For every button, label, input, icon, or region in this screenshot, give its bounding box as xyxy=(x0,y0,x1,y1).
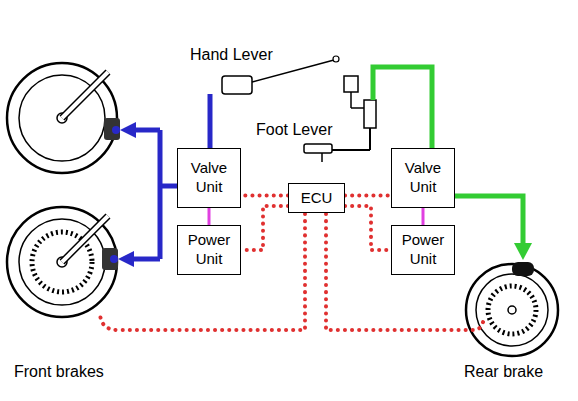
caliper-piston xyxy=(110,255,118,263)
hydraulic-line xyxy=(134,128,160,133)
power-link xyxy=(422,208,425,225)
unit-box: Power Unit xyxy=(177,225,241,275)
signal-wire xyxy=(345,194,391,198)
signal-wire xyxy=(241,194,288,198)
pedal-arm xyxy=(332,149,370,151)
sensor-wire xyxy=(100,214,484,330)
master-cylinder xyxy=(222,76,252,94)
hub xyxy=(508,306,516,314)
box-label: Power Unit xyxy=(396,231,450,269)
brake-disc xyxy=(488,286,536,334)
box-label: Valve Unit xyxy=(182,159,236,197)
hydraulic-line xyxy=(158,130,163,259)
power-link xyxy=(208,208,211,225)
tire xyxy=(7,207,117,317)
rear-sensor-wire xyxy=(326,214,484,330)
arrowhead xyxy=(118,251,134,267)
hydraulic-line xyxy=(160,184,178,189)
signal-wire xyxy=(241,206,288,250)
foot-lever xyxy=(304,76,376,162)
unit-box: Valve Unit xyxy=(391,148,455,208)
part-label: Rear brake xyxy=(464,362,543,381)
box-label: Valve Unit xyxy=(396,159,450,197)
pedal xyxy=(304,144,332,153)
hose xyxy=(350,92,352,108)
caliper xyxy=(512,262,534,276)
front-wheel-upper xyxy=(7,63,120,173)
hydraulic-line xyxy=(208,94,213,148)
caliper xyxy=(102,248,118,270)
tire xyxy=(466,264,558,356)
push-rod xyxy=(369,128,371,150)
hose xyxy=(351,107,364,109)
rear-wheel xyxy=(466,262,558,356)
signal-wire xyxy=(345,206,391,250)
hydraulic-line xyxy=(373,67,432,148)
reservoir xyxy=(344,76,358,92)
part-label: Hand Lever xyxy=(190,45,273,64)
hydraulic-line xyxy=(454,196,523,244)
lever-arm xyxy=(252,60,334,82)
rim xyxy=(476,274,548,346)
box-label: ECU xyxy=(301,189,333,208)
rear-hydraulic-line xyxy=(373,67,523,244)
fork xyxy=(62,72,108,118)
part-label: Foot Lever xyxy=(256,120,332,139)
hydraulic-line xyxy=(132,257,160,262)
master-cylinder xyxy=(364,100,376,128)
tire xyxy=(7,63,117,173)
control-box: ECU xyxy=(288,183,345,213)
fork-inner xyxy=(62,216,108,262)
front-wheel-lower xyxy=(7,207,118,317)
fork-inner xyxy=(62,72,108,118)
arrowhead xyxy=(120,122,136,138)
box-label: Power Unit xyxy=(182,231,236,269)
unit-box: Power Unit xyxy=(391,225,455,275)
pedal-stem xyxy=(321,153,323,162)
part-label: Front brakes xyxy=(14,362,104,381)
front-sensor-wire xyxy=(100,214,305,330)
arrowhead xyxy=(514,243,532,260)
fork xyxy=(62,216,108,262)
lever-end xyxy=(333,56,339,62)
unit-box: Valve Unit xyxy=(177,148,241,208)
caliper xyxy=(104,118,120,140)
caliper-piston xyxy=(112,126,120,134)
